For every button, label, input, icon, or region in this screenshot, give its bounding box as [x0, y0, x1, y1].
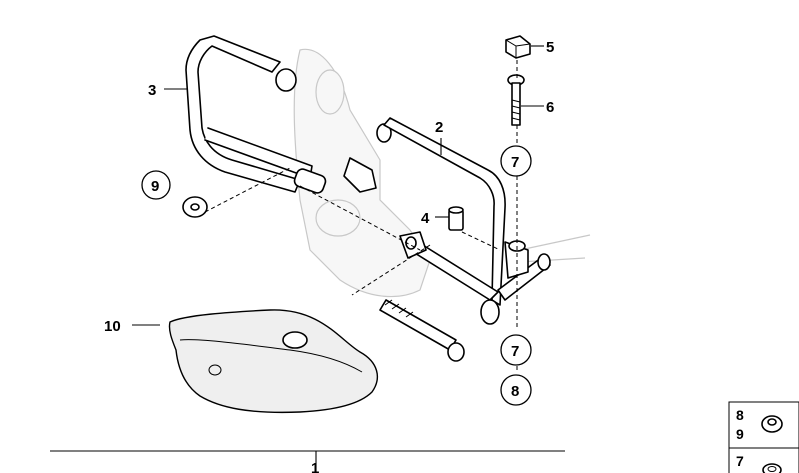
washer [182, 196, 208, 218]
callout-5: 5 [546, 39, 554, 56]
callout-6: 6 [546, 99, 554, 116]
callout-2: 2 [435, 119, 443, 136]
callout-circle-7-bottom: 7 [500, 334, 532, 366]
callout-circle-8: 8 [500, 374, 532, 406]
callout-circle-9: 9 [141, 170, 171, 200]
callout-9: 9 [151, 178, 159, 195]
assembly-lines [204, 60, 518, 373]
callout-3: 3 [148, 82, 156, 99]
crash-bar-right [376, 117, 551, 325]
inset-washer-icon [761, 415, 783, 433]
bolt [507, 74, 525, 126]
callout-10: 10 [104, 318, 121, 335]
inset-panel: 8 9 7 [728, 401, 799, 473]
inset-grommet-icon [762, 463, 782, 473]
callout-7-bottom: 7 [511, 343, 519, 360]
guard-cover [168, 309, 379, 414]
inset-label-8: 8 [736, 407, 744, 423]
callout-7-top: 7 [511, 154, 519, 171]
nut [505, 35, 531, 59]
inset-label-7: 7 [736, 453, 744, 469]
callout-8: 8 [511, 383, 519, 400]
spacer-sleeve [448, 206, 464, 231]
crash-bar-left [185, 35, 377, 194]
leader-lines [50, 45, 565, 463]
inset-label-9: 9 [736, 426, 744, 442]
long-bolt [379, 299, 465, 362]
callout-1: 1 [311, 460, 319, 473]
callout-4: 4 [421, 210, 430, 227]
callout-circle-7-top: 7 [500, 145, 532, 177]
